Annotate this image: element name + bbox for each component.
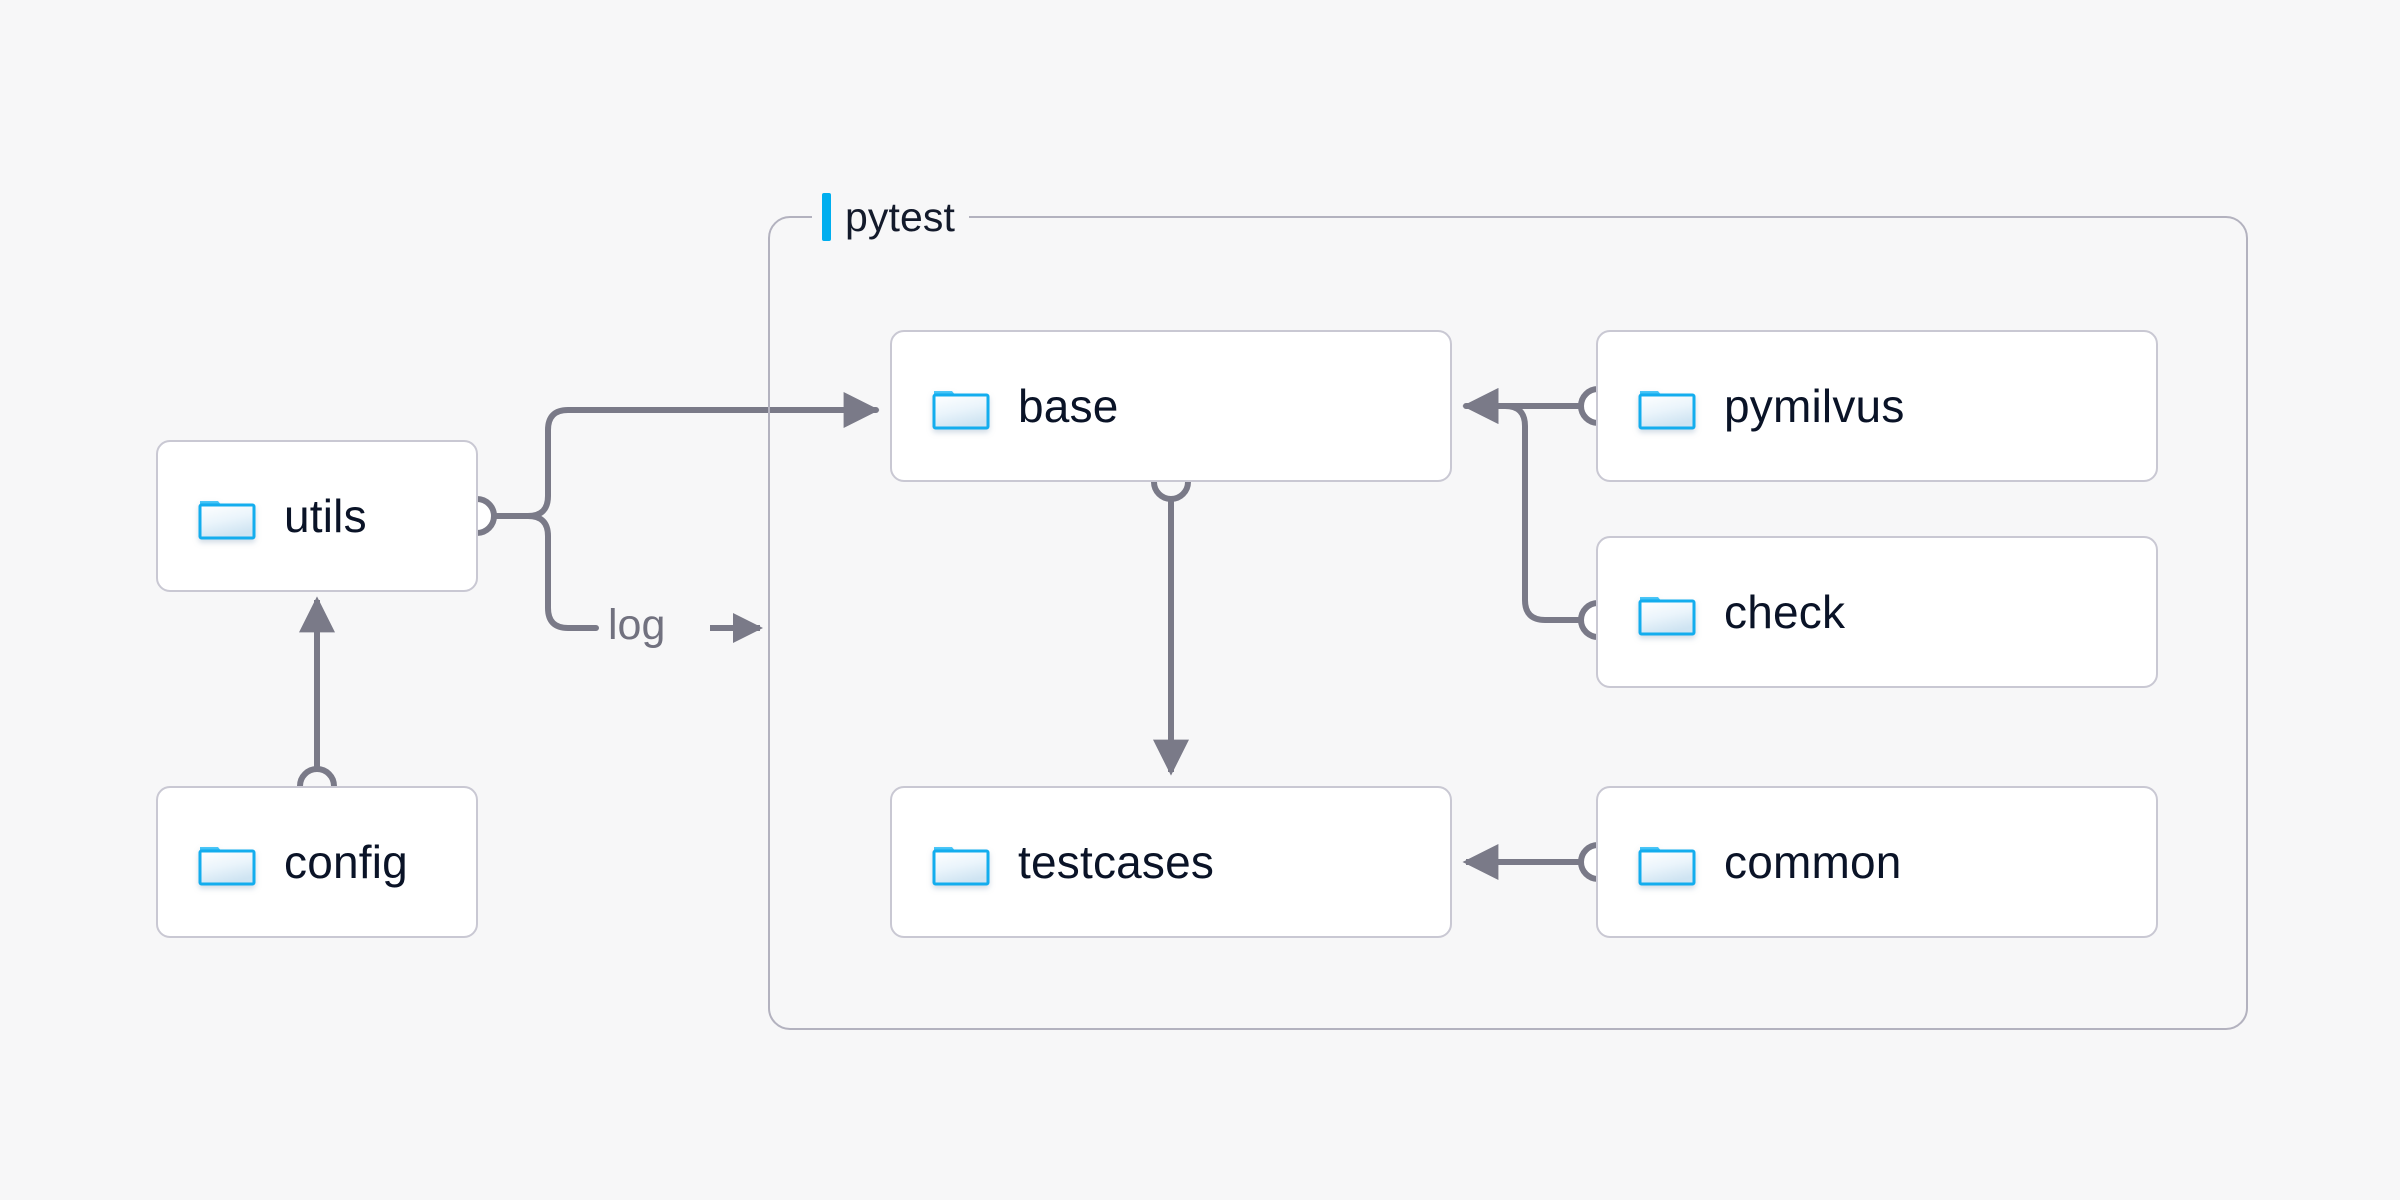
folder-icon: [932, 846, 990, 885]
node-testcases[interactable]: testcases: [890, 786, 1452, 938]
node-check[interactable]: check: [1596, 536, 2158, 688]
node-label: pymilvus: [1724, 380, 1905, 432]
folder-icon: [932, 390, 990, 429]
group-pytest[interactable]: [768, 216, 2248, 1030]
edge-label-log: log: [608, 601, 666, 649]
folder-icon: [198, 846, 256, 885]
node-label: testcases: [1018, 836, 1215, 888]
folder-icon: [1638, 390, 1696, 429]
node-pymilvus[interactable]: pymilvus: [1596, 330, 2158, 482]
node-config[interactable]: config: [156, 786, 478, 938]
folder-icon: [1638, 846, 1696, 885]
node-label: base: [1018, 380, 1119, 432]
accent-bar-icon: [822, 193, 831, 241]
node-base[interactable]: base: [890, 330, 1452, 482]
node-label: config: [284, 836, 408, 888]
node-label: utils: [284, 490, 367, 542]
node-utils[interactable]: utils: [156, 440, 478, 592]
edge-config-utils: [297, 596, 337, 806]
node-common[interactable]: common: [1596, 786, 2158, 938]
folder-icon: [1638, 596, 1696, 635]
folder-icon: [198, 500, 256, 539]
group-title: pytest: [845, 193, 955, 240]
node-label: check: [1724, 586, 1846, 638]
node-label: common: [1724, 836, 1902, 888]
group-pytest-label: pytest: [812, 190, 969, 244]
